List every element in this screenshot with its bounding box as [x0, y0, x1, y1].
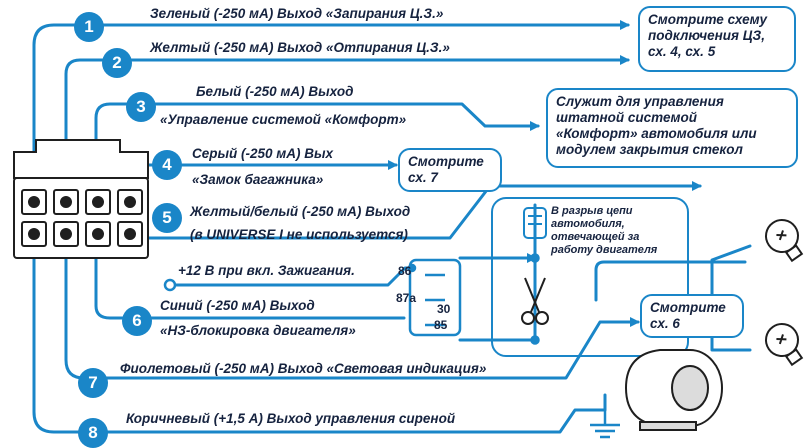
- sx6-line-2: сх. 6: [650, 316, 680, 331]
- wire-3: [94, 102, 540, 178]
- sx7-line-2: сх. 7: [408, 170, 438, 185]
- wire-6: [94, 254, 406, 320]
- wire-3-label: Белый (-250 мА) Выход: [196, 84, 354, 99]
- comfort-line-1: Служит для управления: [556, 94, 724, 109]
- badge-6: 6: [122, 306, 152, 336]
- cz-scheme-box: Смотрите схему подключения ЦЗ, сх. 4, сх…: [638, 6, 796, 72]
- comfort-box: Служит для управления штатной системой «…: [546, 88, 798, 168]
- ground-icon: [590, 395, 620, 439]
- engine-box: [491, 197, 689, 357]
- scissors-icon: [521, 277, 549, 325]
- sx6-box: Смотрите сх. 6: [640, 294, 744, 338]
- wire-8-label: Коричневый (+1,5 А) Выход управления сир…: [126, 411, 456, 426]
- comfort-line-4: модулем закрытия стекол: [556, 142, 743, 157]
- comfort-line-2: штатной системой: [556, 110, 697, 125]
- wire-5-label: Желтый/белый (-250 мА) Выход: [190, 204, 411, 219]
- wire-4-label: Серый (-250 мА) Вых: [192, 146, 334, 161]
- connector-icon: [13, 139, 149, 259]
- relay-pin-30: 30: [437, 302, 451, 316]
- sx7-line-1: Смотрите: [408, 154, 484, 169]
- lamp-icon: [765, 219, 804, 367]
- badge-2: 2: [102, 48, 132, 78]
- wire-4-label-2: «Замок багажника»: [192, 172, 324, 187]
- wire-2: [64, 55, 630, 178]
- relay-pin-87a: 87a: [396, 291, 417, 305]
- wire-5: [124, 181, 702, 240]
- relay-pin-85: 85: [434, 318, 448, 332]
- wire-2-label: Желтый (-250 мА) Выход «Отпирания Ц.З.»: [150, 40, 450, 55]
- wire-3-label-2: «Управление системой «Комфорт»: [160, 112, 407, 127]
- lamp-wire-top-2: [594, 260, 747, 302]
- sx7-box: Смотрите сх. 7: [398, 148, 502, 192]
- sx6-line-1: Смотрите: [650, 300, 726, 315]
- relay-pin-86: 86: [398, 264, 412, 278]
- engine-note-line-3: отвечающей за: [551, 231, 640, 243]
- badge-1: 1: [74, 12, 104, 42]
- relay: [407, 253, 540, 345]
- engine-note: В разрыв цепи автомобиля, отвечающей за …: [551, 205, 657, 257]
- engine-note-line-4: работу двигателя: [551, 244, 658, 256]
- engine-note-line-1: В разрыв цепи: [551, 205, 633, 217]
- siren-icon: [624, 349, 723, 431]
- engine-circuit: [458, 203, 535, 342]
- cz-line-1: Смотрите схему: [648, 12, 768, 27]
- badge-4: 4: [152, 150, 182, 180]
- cz-line-2: подключения ЦЗ,: [648, 28, 765, 43]
- wire-7: [64, 254, 640, 380]
- wire-7-label: Фиолетовый (-250 мА) Выход «Световая инд…: [120, 361, 487, 376]
- wire-8: [32, 254, 607, 434]
- wire-6-label: Синий (-250 мА) Выход: [160, 298, 315, 313]
- badge-8: 8: [78, 418, 108, 448]
- wire-5-label-2: (в UNIVERSE I не используется): [190, 227, 408, 242]
- ignition-terminal: [163, 278, 177, 292]
- badge-7: 7: [78, 368, 108, 398]
- badge-3: 3: [126, 92, 156, 122]
- wire-1-label: Зеленый (-250 мА) Выход «Запирания Ц.З.»: [150, 6, 444, 21]
- wire-6-label-2: «НЗ-блокировка двигателя»: [160, 323, 356, 338]
- comfort-line-3: «Комфорт» автомобиля или: [556, 126, 757, 141]
- cz-line-3: сх. 4, сх. 5: [648, 44, 716, 59]
- ignition-label: +12 В при вкл. Зажигания.: [178, 263, 355, 278]
- badge-5: 5: [152, 203, 182, 233]
- wire-1: [32, 20, 630, 178]
- spark-plug-icon: [523, 207, 547, 250]
- engine-note-line-2: автомобиля,: [551, 218, 625, 230]
